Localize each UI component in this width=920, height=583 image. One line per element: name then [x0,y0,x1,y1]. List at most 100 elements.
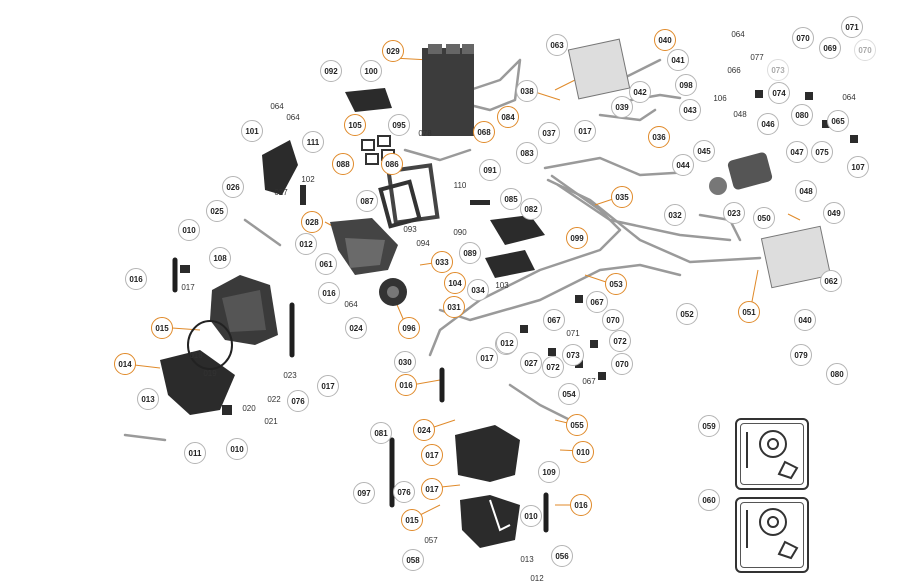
part-callout-031: 031 [443,296,465,318]
part-callout-064: 064 [286,112,300,122]
part-callout-040: 040 [654,29,676,51]
part-callout-059: 059 [698,415,720,437]
part-condenser [567,38,832,289]
part-callout-061: 061 [315,253,337,275]
part-callout-017: 017 [421,478,443,500]
part-callout-080: 080 [791,104,813,126]
part-callout-024: 024 [345,317,367,339]
part-callout-016: 016 [570,494,592,516]
part-callout-011: 011 [184,442,206,464]
part-callout-015: 015 [401,509,423,531]
part-callout-018: 018 [189,350,203,360]
part-callout-029: 029 [382,40,404,62]
part-callout-064: 064 [270,101,284,111]
part-compressor [709,152,773,195]
part-callout-022: 022 [267,394,281,404]
kit-artwork [746,430,799,560]
part-callout-088: 088 [332,153,354,175]
part-callout-063: 063 [546,34,568,56]
part-callout-010: 010 [520,505,542,527]
part-callout-062: 062 [820,270,842,292]
part-callout-072: 072 [542,356,564,378]
part-top-duct [345,88,392,112]
part-callout-067: 067 [586,291,608,313]
part-callout-096: 096 [398,317,420,339]
part-callout-020: 020 [242,403,256,413]
part-callout-010: 010 [178,219,200,241]
part-callout-074: 074 [768,82,790,104]
part-callout-097: 097 [353,482,375,504]
part-callout-076: 076 [287,390,309,412]
part-callout-032: 032 [664,204,686,226]
part-callout-073: 073 [562,344,584,366]
part-callout-024: 024 [413,419,435,441]
part-callout-090: 090 [453,227,467,237]
part-callout-089: 089 [459,242,481,264]
part-callout-013: 013 [137,388,159,410]
part-callout-027: 027 [274,187,288,197]
part-callout-017: 017 [421,444,443,466]
part-callout-104: 104 [444,272,466,294]
part-callout-093: 093 [403,224,417,234]
part-callout-048: 048 [733,109,747,119]
part-callout-083: 083 [516,142,538,164]
part-callout-037: 037 [538,122,560,144]
part-callout-067: 067 [543,309,565,331]
part-callout-047: 047 [786,141,808,163]
part-callout-064: 064 [731,29,745,39]
part-callout-017: 017 [317,375,339,397]
part-callout-084: 084 [497,106,519,128]
kit-inner-frame [740,423,804,485]
part-callout-023: 023 [283,370,297,380]
part-air-deflectors [485,215,545,278]
part-callout-044: 044 [672,154,694,176]
part-callout-043: 043 [679,99,701,121]
part-callout-040: 040 [794,309,816,331]
part-callout-045: 045 [693,140,715,162]
part-callout-071: 071 [841,16,863,38]
part-callout-041: 041 [667,49,689,71]
part-callout-046: 046 [757,113,779,135]
part-callout-010: 010 [226,438,248,460]
part-callout-102: 102 [301,174,315,184]
part-callout-110: 110 [453,180,467,190]
part-callout-016: 016 [395,374,417,396]
part-callout-033: 033 [431,251,453,273]
part-bracket-left [262,140,298,195]
part-lower-duct [160,350,235,415]
part-callout-072: 072 [609,330,631,352]
part-callout-038: 038 [516,80,538,102]
part-callout-053: 053 [605,273,627,295]
part-callout-023: 023 [723,202,745,224]
part-callout-077: 077 [750,52,764,62]
part-heater-core [422,44,474,136]
part-callout-042: 042 [629,81,651,103]
part-callout-070: 070 [611,353,633,375]
part-callout-064: 064 [842,92,856,102]
part-callout-021: 021 [264,416,278,426]
part-callout-034: 034 [467,279,489,301]
part-callout-081: 081 [370,422,392,444]
part-callout-094: 094 [416,238,430,248]
repair-kit-059 [735,418,809,490]
part-callout-091: 091 [479,159,501,181]
part-callout-086: 086 [381,153,403,175]
part-filter-frame [378,163,440,229]
part-callout-068: 068 [473,121,495,143]
part-callout-049: 049 [823,202,845,224]
part-callout-080: 080 [826,363,848,385]
part-blower-motor [379,278,407,306]
kit-inner-frame [740,502,804,568]
part-callout-071: 071 [566,328,580,338]
part-callout-048: 048 [795,180,817,202]
part-callout-054: 054 [558,383,580,405]
part-callout-067: 067 [582,376,596,386]
part-callout-111: 111 [302,131,324,153]
part-callout-012: 012 [496,332,518,354]
part-callout-085: 085 [500,188,522,210]
part-callout-106: 106 [713,93,727,103]
part-callout-079: 079 [790,344,812,366]
part-callout-065: 065 [827,110,849,132]
part-callout-066: 066 [727,65,741,75]
